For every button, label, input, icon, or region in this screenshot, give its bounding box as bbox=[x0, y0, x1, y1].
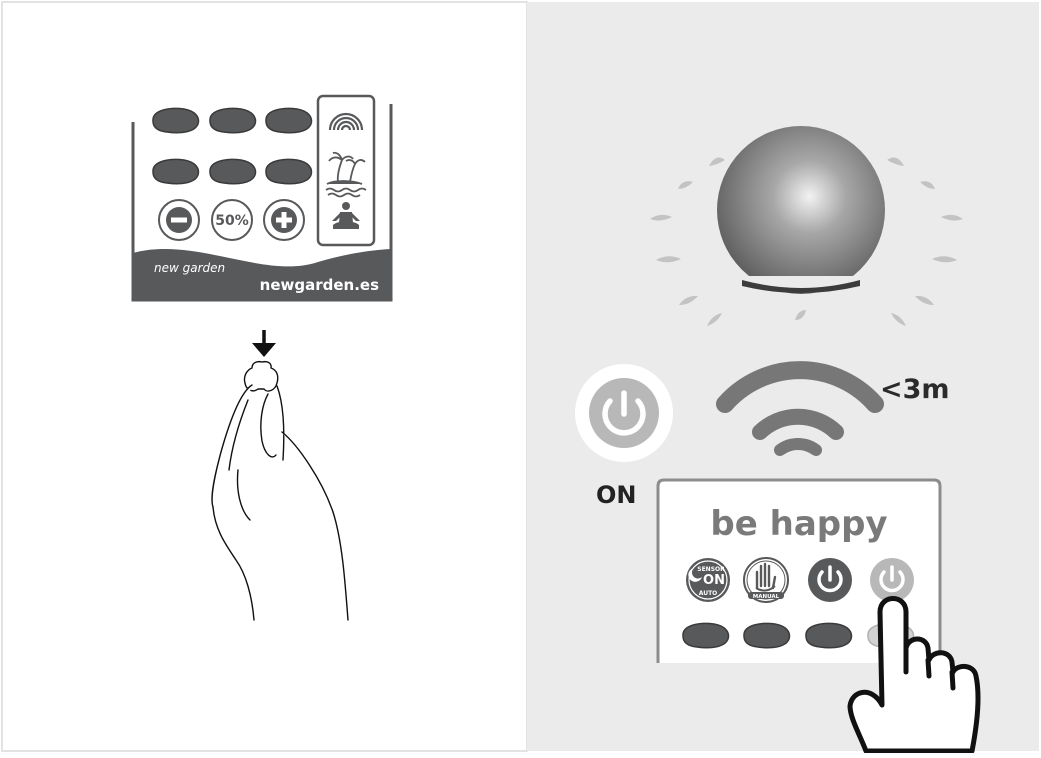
sensor-moon-icon: SENSOR ON AUTO bbox=[686, 558, 730, 602]
pebble-button bbox=[806, 623, 852, 647]
pebble-button bbox=[266, 159, 312, 183]
sensor-bottom-label: AUTO bbox=[699, 590, 718, 597]
pebble-button bbox=[683, 623, 729, 647]
on-label: ON bbox=[596, 481, 637, 509]
sensor-top-label: SENSOR bbox=[697, 566, 725, 573]
power-icon-light bbox=[870, 558, 914, 602]
pebble-button bbox=[210, 159, 256, 183]
remote-title: be happy bbox=[710, 504, 887, 544]
plus-icon bbox=[264, 200, 304, 240]
manual-label: MANUAL bbox=[753, 594, 780, 600]
sensor-state-label: ON bbox=[703, 573, 725, 588]
brand-logo: new garden bbox=[154, 261, 225, 275]
pebble-button bbox=[153, 108, 199, 132]
remote-control-left: 50% bbox=[133, 96, 391, 300]
manual-hand-icon: MANUAL bbox=[744, 558, 788, 602]
power-icon bbox=[808, 558, 852, 602]
website-label: newgarden.es bbox=[260, 276, 379, 294]
sphere-globe bbox=[717, 126, 885, 294]
power-button-icon bbox=[575, 364, 673, 462]
pebble-button bbox=[744, 623, 790, 647]
pebble-button bbox=[153, 159, 199, 183]
dim-50-button: 50% bbox=[212, 200, 252, 240]
pebble-button bbox=[210, 108, 256, 132]
minus-icon bbox=[159, 200, 199, 240]
range-label: <3m bbox=[880, 374, 950, 405]
dim-50-label: 50% bbox=[215, 213, 249, 229]
pebble-button bbox=[266, 108, 312, 132]
